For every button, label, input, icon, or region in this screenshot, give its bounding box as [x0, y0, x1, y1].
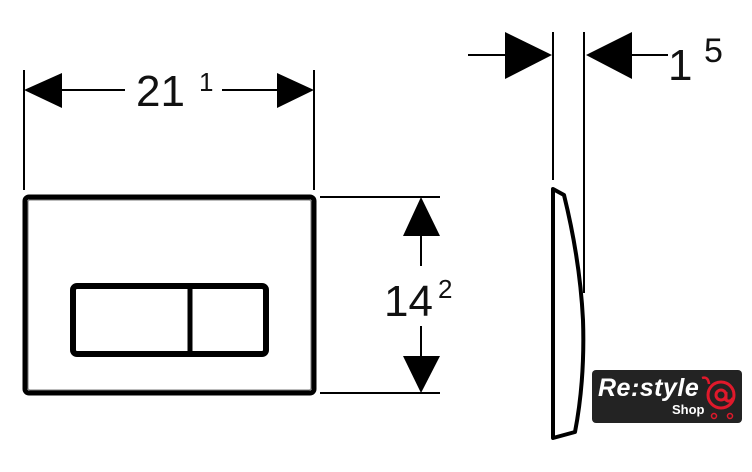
depth-value-sup: 5 [704, 32, 723, 70]
plate-inner-edge [27, 199, 312, 391]
cart-at-icon [701, 376, 736, 420]
plate-outline [22, 194, 317, 396]
logo-brand: Re:style [598, 374, 700, 402]
width-dimension: 21 1 [23, 67, 315, 190]
arrow-right-icon [277, 73, 314, 108]
arrow-left-icon [586, 32, 632, 79]
height-value-sup: 2 [438, 274, 452, 304]
button-frame [70, 283, 269, 357]
width-value: 21 [136, 67, 185, 116]
arrow-up-icon [403, 197, 440, 236]
plate-profile [551, 187, 586, 440]
depth-value: 1 [668, 41, 692, 90]
arrow-right-icon [505, 32, 552, 79]
height-value: 14 [384, 277, 433, 326]
width-value-sup: 1 [199, 67, 213, 97]
arrow-down-icon [403, 356, 440, 393]
side-view [551, 32, 586, 440]
depth-dimension: 1 5 [468, 32, 723, 90]
front-view [22, 194, 317, 396]
shop-logo: Re:style Shop [592, 370, 742, 423]
arrow-left-icon [24, 73, 62, 108]
height-dimension: 14 2 [320, 196, 452, 394]
logo-sub: Shop [672, 402, 705, 417]
